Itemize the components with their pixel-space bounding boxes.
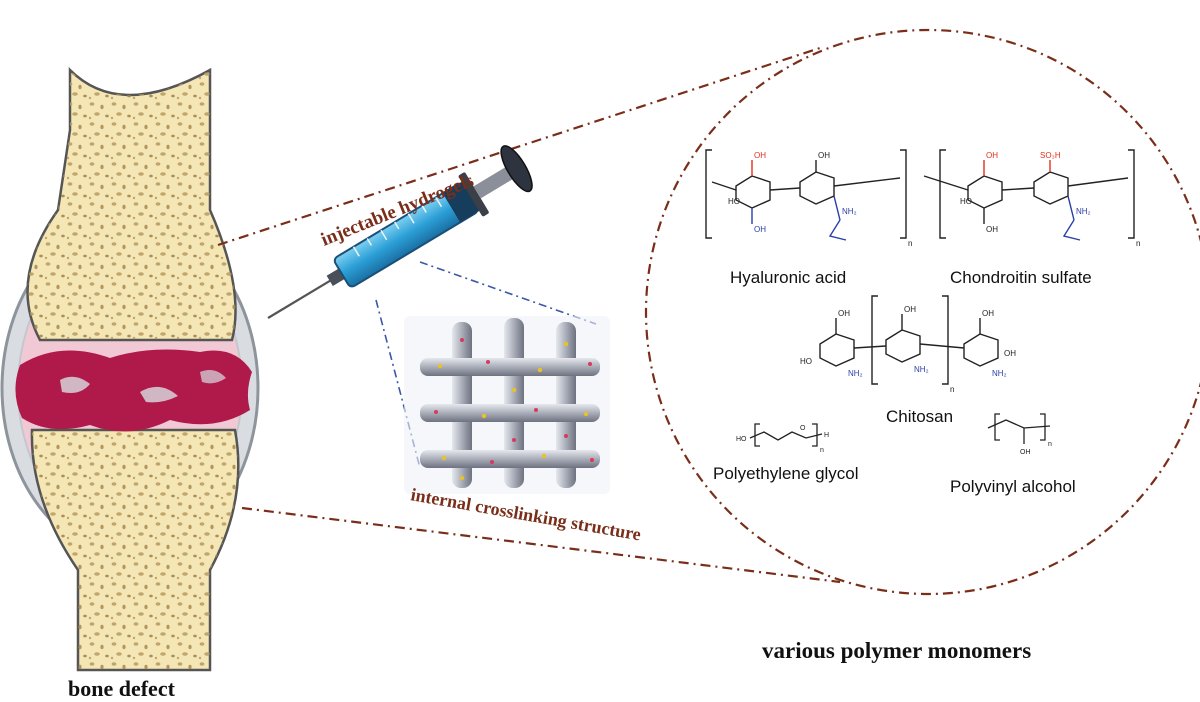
- pva-oh-label: OH: [1020, 449, 1031, 456]
- peg-ho-label: HO: [736, 436, 747, 443]
- chitosan-label: Chitosan: [886, 407, 953, 426]
- cs-nh2-label: NH₂: [1076, 207, 1091, 216]
- pva-n-label: n: [1048, 441, 1052, 448]
- chitosan-nh2-2: NH₂: [914, 365, 929, 374]
- hyaluronic-acid-label: Hyaluronic acid: [730, 268, 846, 287]
- polymer-zoom-circle: [644, 28, 1200, 596]
- bone-defect-label: bone defect: [68, 676, 175, 701]
- ha-oh-bottom-label: OH: [754, 225, 766, 234]
- syringe-needle: [267, 278, 332, 319]
- cs-oh-bottom-label: OH: [986, 225, 998, 234]
- chondroitin-sulfate-label: Chondroitin sulfate: [950, 268, 1092, 287]
- chondroitin-sulfate-structure: [923, 149, 1135, 241]
- cs-ho-label: HO: [960, 197, 972, 206]
- cs-n-label: n: [1136, 239, 1140, 248]
- peg-n-label: n: [820, 447, 824, 454]
- chitosan-nh2-3: NH₂: [992, 369, 1007, 378]
- cs-so3h-label: SO₃H: [1040, 151, 1061, 160]
- chitosan-structure: [819, 295, 999, 385]
- ha-oh-top-label: OH: [818, 151, 830, 160]
- zoom-connector-lines: [217, 46, 841, 584]
- pva-structure: [987, 413, 1051, 444]
- upper-zoom-line: [217, 46, 821, 247]
- ha-nh2-label: NH₂: [842, 207, 857, 216]
- chitosan-n-label: n: [950, 385, 954, 394]
- polyvinyl-alcohol-label: Polyvinyl alcohol: [950, 477, 1076, 496]
- peg-structure: [749, 423, 823, 447]
- lower-zoom-line: [241, 506, 841, 584]
- ha-oh-label: OH: [754, 151, 766, 160]
- chitosan-nh2-1: NH₂: [848, 369, 863, 378]
- chitosan-oh-end: OH: [1004, 349, 1016, 358]
- various-polymer-monomers-label: various polymer monomers: [762, 638, 1032, 663]
- peg-o-label: O: [800, 425, 806, 432]
- crosslinking-mesh-illustration: [404, 316, 610, 494]
- chitosan-oh-2: OH: [904, 305, 916, 314]
- bone-joint-illustration: [0, 66, 260, 672]
- hyaluronic-acid-structure: [705, 149, 907, 241]
- chitosan-oh-1: OH: [838, 309, 850, 318]
- cs-oh-label: OH: [986, 151, 998, 160]
- ha-n-label: n: [908, 239, 912, 248]
- syringe-right-line: [419, 261, 597, 325]
- chitosan-ho-label: HO: [800, 357, 812, 366]
- bone-defect-region: [15, 349, 253, 432]
- chitosan-oh-3: OH: [982, 309, 994, 318]
- ha-ho-label: HO: [728, 197, 740, 206]
- peg-h-label: H: [824, 432, 829, 439]
- syringe-plunger: [473, 165, 516, 199]
- syringe-icon: [267, 145, 533, 319]
- polyethylene-glycol-label: Polyethylene glycol: [713, 464, 859, 483]
